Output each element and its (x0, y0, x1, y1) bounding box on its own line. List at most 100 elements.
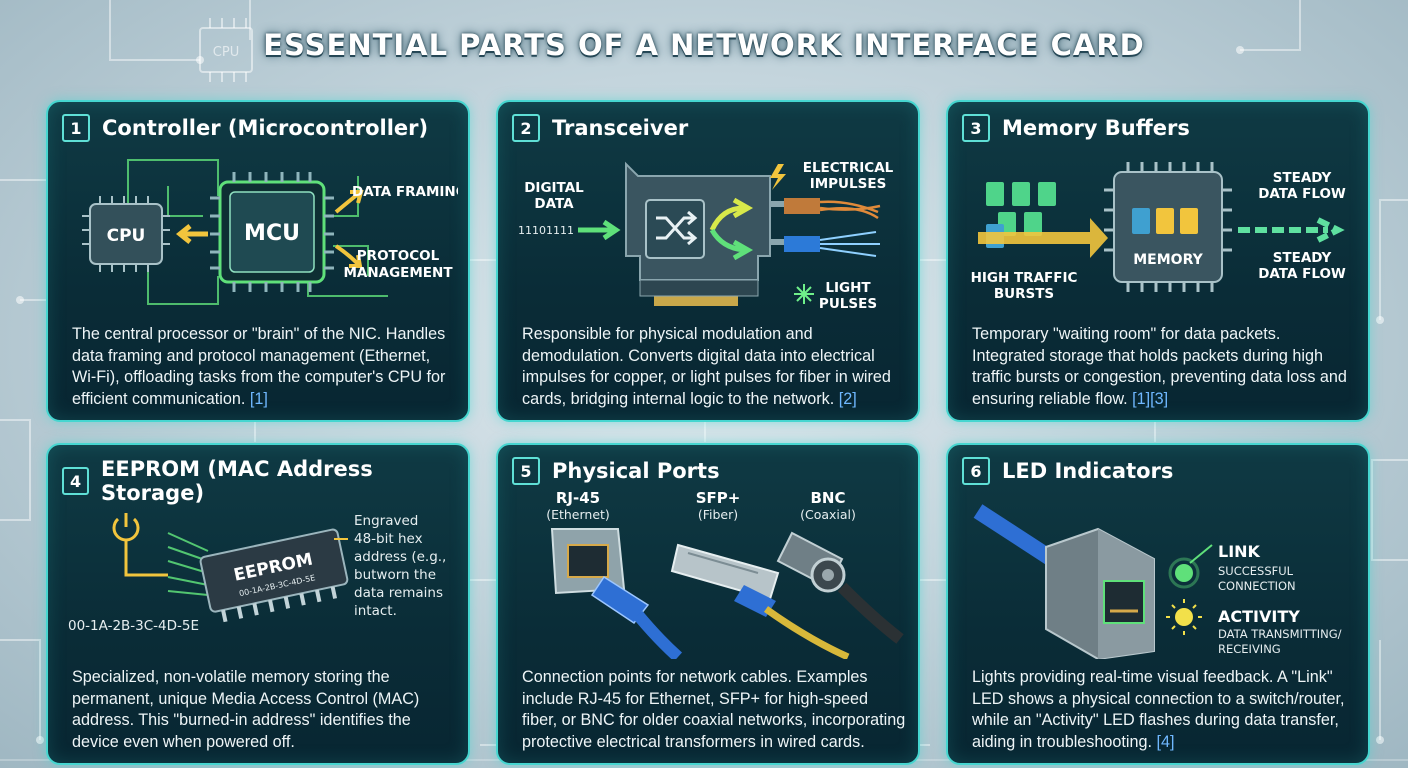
label-data-flow-top: DATA FLOW (1258, 186, 1346, 202)
label-protocol: PROTOCOL (357, 248, 440, 264)
cpu-chip-icon: CPU (82, 196, 170, 272)
network-cable-icon (973, 504, 1063, 570)
card-number: 6 (962, 457, 990, 485)
arrow-to-cpu-icon (175, 224, 208, 244)
card-title: Memory Buffers (1002, 116, 1190, 140)
label-activity-sub-1: DATA TRANSMITTING/ (1218, 627, 1342, 641)
arrow-steady-flow-icon (1238, 217, 1345, 243)
label-bits: 11101111 (518, 224, 574, 237)
citation-ref: [2] (838, 389, 857, 408)
label-impulses: IMPULSES (810, 176, 887, 192)
citation-ref: [4] (1156, 732, 1175, 751)
led-indicators-illustration: LINK SUCCESSFUL CONNECTION ACTIVITY DATA… (973, 504, 1342, 659)
arrow-framing-icon (334, 190, 364, 214)
label-electrical: ELECTRICAL (803, 160, 894, 176)
card-title: EEPROM (MAC Address Storage) (101, 457, 373, 505)
label-high-traffic: HIGH TRAFFIC (971, 270, 1078, 286)
bnc-connector-icon (776, 531, 904, 644)
mac-address-label: 00-1A-2B-3C-4D-5E (68, 618, 199, 634)
transceiver-illustration: DIGITAL DATA 11101111 ELECTRICAL IMPULSE… (518, 160, 894, 312)
card-description: Specialized, non-volatile memory storing… (72, 668, 420, 751)
arrow-input-icon (578, 219, 621, 241)
label-fiber: (Fiber) (698, 507, 738, 522)
eeprom-chip-icon: EEPROM 00-1A-2B-3C-4D-5E (199, 528, 349, 623)
label-activity: ACTIVITY (1218, 607, 1300, 626)
arrow-electrical-icon (709, 197, 754, 232)
mcu-label: MCU (244, 221, 300, 246)
card-title: Physical Ports (552, 459, 720, 483)
label-management: MANAGEMENT (343, 265, 453, 281)
card-number: 3 (962, 114, 990, 142)
power-icon (112, 513, 168, 577)
fiber-cable-icon (784, 231, 880, 257)
card-number: 5 (512, 457, 540, 485)
label-rj45: RJ-45 (556, 489, 600, 507)
sfp-module-icon (670, 543, 850, 659)
card-description: Connection points for network cables. Ex… (522, 668, 906, 751)
card-transceiver: 2 Transceiver DIGITAL DATA 11101111 ELEC… (496, 100, 920, 422)
label-bnc: BNC (811, 489, 846, 507)
memory-label: MEMORY (1133, 252, 1203, 268)
card-description: The central processor or "brain" of the … (72, 325, 446, 408)
card-description: Temporary "waiting room" for data packet… (972, 325, 1347, 408)
rj45-port-icon (550, 528, 626, 595)
card-physical-ports: 5 Physical Ports RJ-45 (Ethernet) SFP+ (… (496, 443, 920, 765)
physical-ports-illustration: RJ-45 (Ethernet) SFP+ (Fiber) BNC (Coaxi… (546, 489, 904, 659)
label-pulses: PULSES (819, 296, 877, 312)
note-line-4: butworn the (354, 567, 436, 583)
card-number: 2 (512, 114, 540, 142)
card-number: 1 (62, 114, 90, 142)
label-activity-sub-2: RECEIVING (1218, 642, 1281, 656)
mcu-chip-icon: MCU (210, 172, 334, 292)
background-cpu-chip-icon (199, 18, 253, 82)
copper-cable-icon (784, 198, 881, 220)
nic-board-icon (625, 161, 784, 306)
label-ethernet: (Ethernet) (546, 507, 610, 522)
ethernet-jack-icon (1045, 527, 1155, 659)
ethernet-cable-icon (590, 575, 683, 659)
label-digital: DIGITAL (524, 180, 584, 196)
light-spark-icon (794, 284, 814, 304)
card-title: LED Indicators (1002, 459, 1174, 483)
note-line-2: 48-bit hex (354, 531, 423, 547)
arrow-burst-icon (978, 218, 1108, 258)
card-title: Transceiver (552, 116, 689, 140)
card-description: Lights providing real-time visual feedba… (972, 668, 1345, 751)
note-line-3: address (e.g., (354, 549, 446, 565)
label-sfp: SFP+ (696, 489, 741, 507)
cpu-label: CPU (107, 226, 146, 246)
card-memory-buffers: 3 Memory Buffers HIGH TRAFFIC BURSTS MEM… (946, 100, 1370, 422)
label-steady-bottom: STEADY (1273, 250, 1332, 266)
card-eeprom: 4 EEPROM (MAC Address Storage) EEPROM 00… (46, 443, 470, 765)
background-cpu-label: CPU (213, 45, 239, 60)
label-data: DATA (534, 196, 574, 212)
page-title: ESSENTIAL PARTS OF A NETWORK INTERFACE C… (263, 28, 1145, 62)
shuffle-icon (656, 210, 698, 246)
label-light: LIGHT (825, 280, 871, 296)
arrow-protocol-icon (334, 244, 363, 268)
citation-ref: [1] (249, 389, 268, 408)
card-controller: 1 Controller (Microcontroller) CPU MCU D… (46, 100, 470, 422)
label-data-framing: DATA FRAMING (352, 184, 458, 200)
label-link: LINK (1218, 542, 1261, 561)
label-link-sub-2: CONNECTION (1218, 579, 1296, 593)
note-line-6: intact. (354, 603, 397, 619)
note-line-5: data remains (354, 585, 443, 601)
citation-ref: [1][3] (1132, 389, 1169, 408)
card-description: Responsible for physical modulation and … (522, 325, 891, 408)
card-number: 4 (62, 467, 90, 495)
card-led-indicators: 6 LED Indicators LINK SUCCESSFUL CONNECT… (946, 443, 1370, 765)
label-steady-top: STEADY (1273, 170, 1332, 186)
lightning-icon (770, 164, 786, 190)
activity-led-icon (1166, 599, 1202, 635)
memory-buffers-illustration: HIGH TRAFFIC BURSTS MEMORY STEADY DATA F… (971, 162, 1346, 302)
card-title: Controller (Microcontroller) (102, 116, 429, 140)
eeprom-illustration: EEPROM 00-1A-2B-3C-4D-5E 00-1A-2B-3C-4D-… (68, 513, 446, 634)
controller-illustration: CPU MCU DATA FRAMING PROTOCOL MANAGEMENT (82, 159, 458, 305)
memory-chip-icon: MEMORY (1104, 162, 1232, 292)
arrow-light-icon (709, 228, 754, 261)
label-link-sub-1: SUCCESSFUL (1218, 564, 1294, 578)
note-line-1: Engraved (354, 513, 418, 529)
label-data-flow-bottom: DATA FLOW (1258, 266, 1346, 282)
label-coaxial: (Coaxial) (800, 507, 856, 522)
